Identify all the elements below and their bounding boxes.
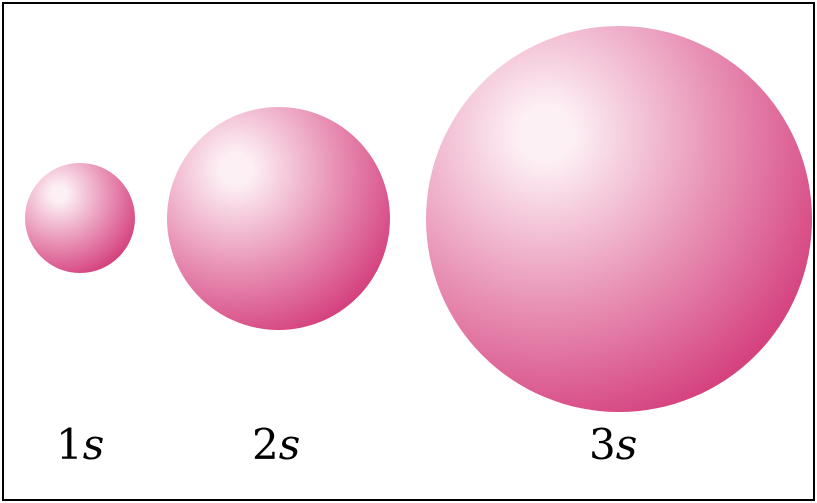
label-2s-letter: s (279, 420, 301, 469)
label-2s: 2s (252, 424, 300, 466)
orbital-1s-sphere (25, 163, 135, 273)
label-1s: 1s (56, 424, 104, 466)
label-2s-number: 2 (252, 420, 279, 469)
orbital-3s-sphere (426, 26, 812, 412)
label-1s-letter: s (83, 420, 105, 469)
orbital-2s-sphere (167, 107, 390, 330)
label-1s-number: 1 (56, 420, 83, 469)
label-3s: 3s (589, 424, 637, 466)
label-3s-number: 3 (589, 420, 616, 469)
label-3s-letter: s (616, 420, 638, 469)
